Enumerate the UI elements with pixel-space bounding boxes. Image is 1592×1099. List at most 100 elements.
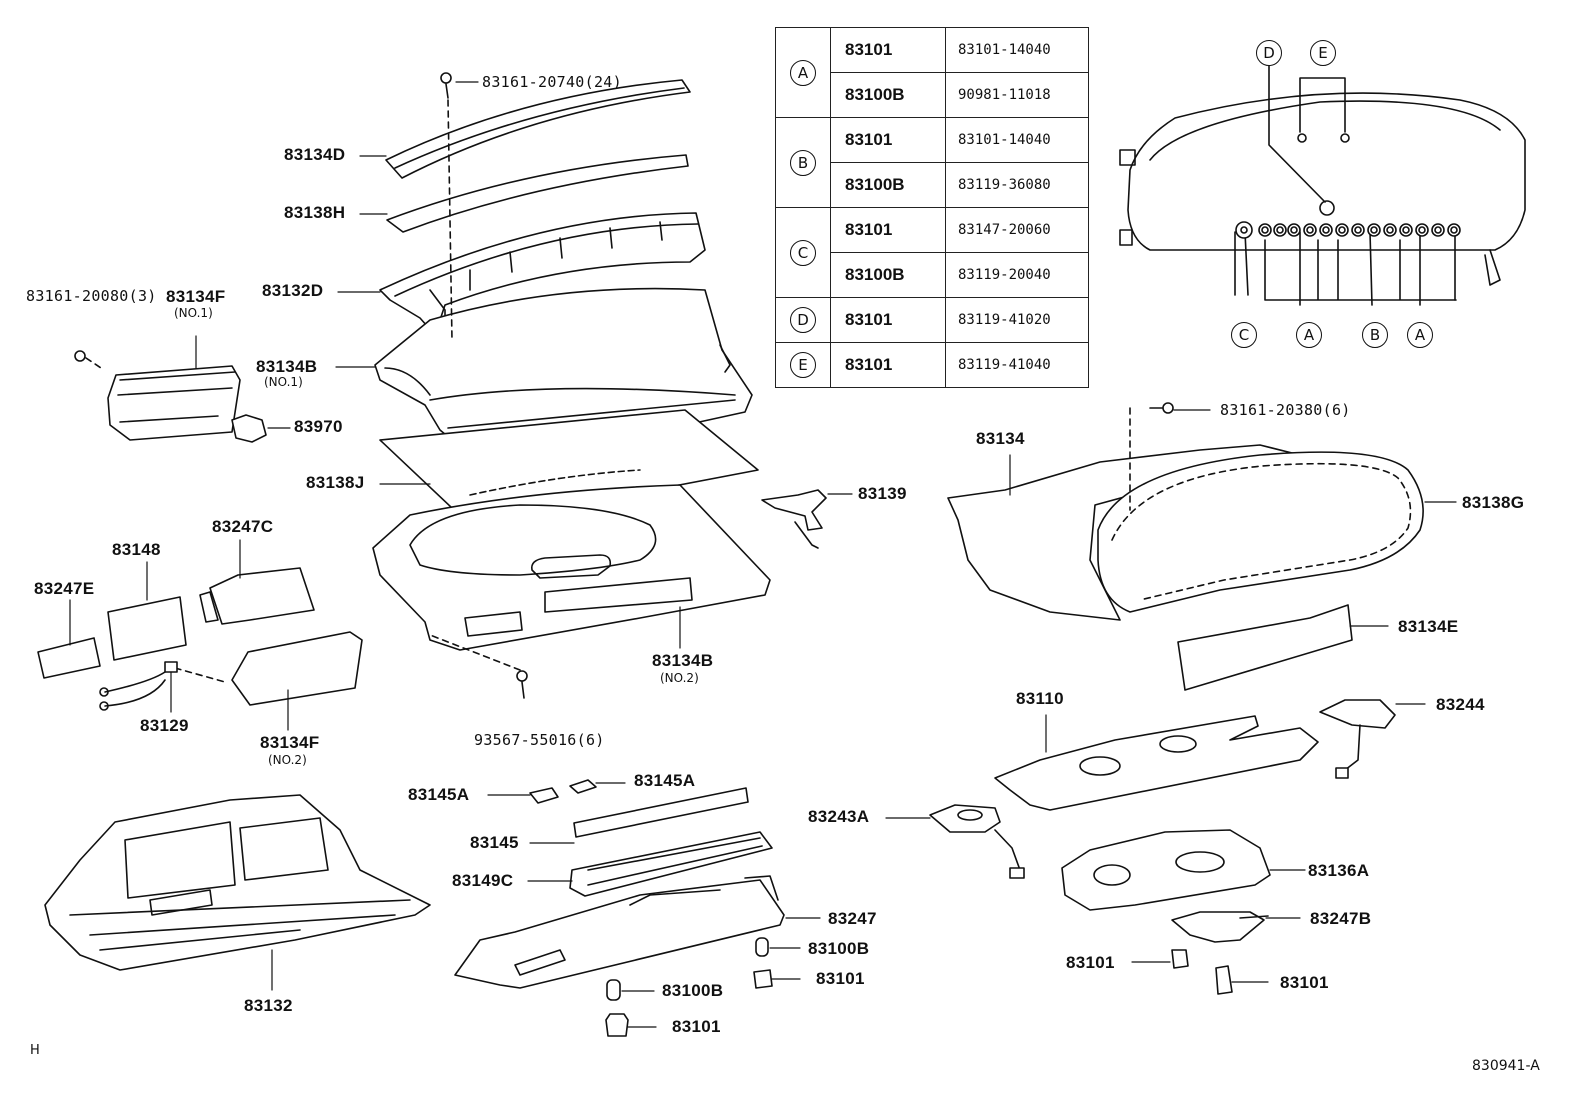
screw-83161-20380 [1129, 402, 1174, 511]
table-partno-cell: 83101-14040 [945, 27, 1089, 73]
table-row: D 83101 83119-41020 [775, 297, 1089, 343]
plate-83247e [37, 637, 101, 679]
table-partno-cell: 83119-36080 [945, 162, 1089, 208]
socket-83970 [231, 414, 267, 443]
lamp-case-83134f-no1 [74, 350, 241, 441]
table-row: 83100B 83119-20040 [776, 252, 1089, 298]
table-partno-cell: 90981-11018 [945, 72, 1089, 118]
callout-p24: 83145A [408, 785, 470, 804]
table-key-e: E [790, 352, 816, 378]
table-partno-cell: 83101-14040 [945, 117, 1089, 163]
callout-p35: 83247B [1310, 909, 1372, 928]
detail-bulb-socket [1303, 223, 1317, 237]
callout-p23: 83244 [1436, 695, 1485, 714]
detail-cluster-outline [1119, 65, 1526, 306]
table-key-cell: C [775, 207, 831, 298]
board-83247c [199, 567, 315, 625]
leader-lines [69, 81, 1457, 1028]
callout-p21: 83134E [1398, 617, 1459, 636]
table-key-c: C [790, 239, 816, 266]
detail-bulb-socket [1273, 223, 1287, 237]
detail-bulb-inner [1290, 226, 1298, 234]
detail-bulb-inner [1261, 226, 1269, 234]
table-code-cell: 83100B [830, 72, 946, 118]
detail-bulb-inner [1240, 226, 1248, 234]
bracket-83139 [761, 489, 827, 549]
socket-83101-b [605, 1013, 629, 1037]
table-key-d: D [790, 307, 816, 333]
detail-bulb-socket [1447, 223, 1461, 237]
table-partno-cell: 83119-41040 [945, 342, 1089, 388]
detail-bulb-inner [1322, 226, 1330, 234]
connector-83244 [1319, 699, 1396, 779]
trim-strip-83138h [386, 154, 689, 233]
detail-bulb-socket [1431, 223, 1445, 237]
detail-marker-e: E [1310, 40, 1336, 66]
detail-bulb-inner [1402, 226, 1410, 234]
callout-p18: 83161-20380(6) [1220, 401, 1351, 419]
sublabel-no2-a: (NO.2) [268, 753, 307, 767]
table-partno-cell: 83119-20040 [945, 252, 1089, 298]
footer-mark: H [30, 1043, 40, 1058]
table-code-cell: 83101 [830, 27, 946, 73]
callout-p03: 83138H [284, 203, 346, 222]
detail-bulb-inner [1354, 226, 1362, 234]
table-row: 83100B 83119-36080 [776, 162, 1089, 208]
detail-bulb-inner [1338, 226, 1346, 234]
detail-bulb-row [1235, 221, 1461, 239]
detail-bulb-inner [1276, 226, 1284, 234]
callout-p32: 83101 [672, 1017, 721, 1036]
callout-p08: 83970 [294, 417, 343, 436]
table-partno-cell: 83119-41020 [945, 297, 1089, 343]
board-83110 [994, 715, 1319, 811]
table-code-cell: 83100B [830, 162, 946, 208]
callout-p02: 83134D [284, 145, 346, 164]
detail-bulb-socket [1367, 223, 1381, 237]
panel-83132 [44, 794, 431, 971]
strip-83145 [573, 787, 749, 838]
callout-p17: 93567-55016(6) [474, 731, 605, 749]
callout-p28: 83247 [828, 909, 877, 928]
callout-p25: 83145A [634, 771, 696, 790]
detail-marker-a: A [1296, 322, 1322, 348]
table-row: E 83101 83119-41040 [775, 342, 1089, 388]
table-key-cell: A [775, 27, 831, 118]
connector-83243a [929, 804, 1025, 879]
detail-bulb-socket [1258, 223, 1272, 237]
callout-p14: 83129 [140, 716, 189, 735]
table-key-b: B [790, 149, 816, 176]
detail-bulb-socket [1399, 223, 1413, 237]
callout-p29: 83100B [808, 939, 870, 958]
table-row: 83100B 90981-11018 [776, 72, 1089, 118]
table-row: C 83101 83147-20060 [775, 207, 1089, 298]
socket-83101-a [753, 969, 773, 989]
detail-bulb-socket [1383, 223, 1397, 237]
lens-83138g [1097, 451, 1424, 613]
bulb-parts-table: A 83101 83101-14040 83100B 90981-11018 B… [775, 27, 1089, 388]
detail-marker-a2: A [1407, 322, 1433, 348]
detail-bulb-inner [1418, 226, 1426, 234]
sublabel-no2-b: (NO.2) [660, 671, 699, 685]
hood-83132d [379, 212, 706, 336]
detail-bulb-socket [1351, 223, 1365, 237]
callout-p34: 83136A [1308, 861, 1370, 880]
socket-83101-d [1215, 965, 1233, 995]
callout-p09: 83138J [306, 473, 365, 492]
callout-p07: 83134B [256, 357, 318, 376]
sublabel-no1-b: (NO.1) [264, 375, 303, 389]
bulb-83100b-a [755, 937, 769, 957]
table-key-cell: D [775, 297, 831, 343]
table-partno-cell: 83147-20060 [945, 207, 1089, 253]
socket-83101-c [1171, 949, 1189, 969]
plate-83148 [107, 596, 187, 661]
wire-83129 [99, 661, 178, 711]
table-row: A 83101 83101-14040 [775, 27, 1089, 118]
table-row: B 83101 83101-14040 [775, 117, 1089, 208]
callout-p06: 83134F [166, 287, 226, 306]
detail-bulb-socket [1287, 223, 1301, 237]
case-83136a [1061, 829, 1271, 911]
lens-83145a-a [529, 787, 559, 804]
detail-bulb-socket [1319, 223, 1333, 237]
callout-p20: 83138G [1462, 493, 1525, 512]
